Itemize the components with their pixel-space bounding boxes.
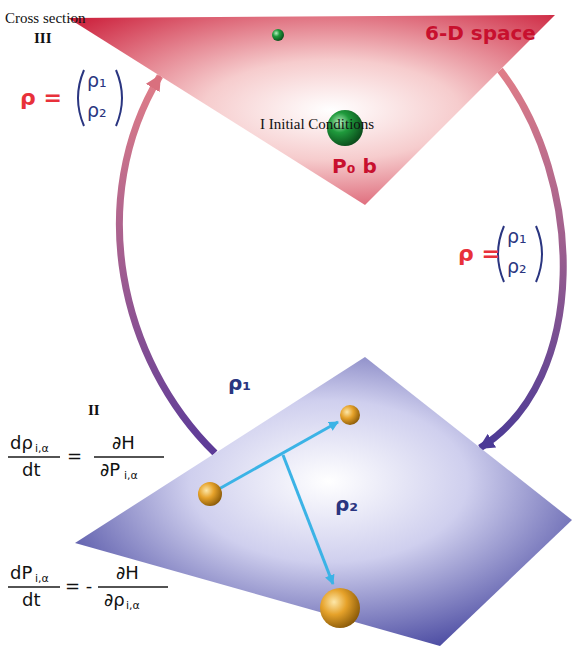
equation-part: ∂H: [116, 563, 139, 583]
plane-outline: [75, 357, 572, 646]
equation-part: ∂ρ: [104, 590, 125, 610]
symbol-label: P₀ b: [332, 155, 377, 177]
fraction-bar: [8, 456, 60, 458]
vector-label: ρ₂: [335, 493, 358, 515]
equation-part: dP: [10, 563, 32, 583]
vector-arrow: [210, 422, 338, 494]
edge-label: ρ =: [458, 242, 500, 266]
equation-subscript: i,α: [35, 573, 49, 585]
equation-subscript: i,α: [35, 443, 49, 455]
equation-subscript: i,α: [126, 600, 140, 612]
section-label: Cross section: [5, 10, 85, 27]
equation-part: dt: [22, 460, 40, 480]
equation-part: ∂H: [112, 433, 135, 453]
plane-outline: [68, 15, 555, 205]
equation-part: ∂P: [100, 460, 120, 480]
paren: [536, 226, 542, 282]
vector-arrow: [283, 455, 333, 584]
fraction-bar: [98, 586, 168, 588]
equation-part: dt: [22, 590, 40, 610]
orange-ball: [320, 588, 360, 628]
paren: [78, 70, 84, 126]
paren: [116, 70, 122, 126]
roman-number: III: [34, 30, 52, 47]
vector-component: ρ₁: [87, 70, 107, 91]
vector-component: ρ₂: [507, 256, 527, 277]
roman-number: II: [88, 402, 100, 419]
equation-subscript: i,α: [124, 470, 138, 482]
region-note: I Initial Conditions: [260, 116, 374, 133]
mapping-arrow: [119, 76, 215, 453]
fraction-bar: [94, 456, 164, 458]
edge-label: ρ =: [20, 86, 62, 110]
orange-ball: [198, 482, 222, 506]
equation-part: dρ: [10, 433, 33, 453]
orange-ball: [340, 405, 360, 425]
vector-label: ρ₁: [228, 372, 251, 394]
phase-space-plane: 6-D space I Initial Conditions P₀ b: [60, 10, 560, 210]
region-title: 6-D space: [425, 22, 536, 44]
vector-component: ρ₂: [87, 100, 107, 121]
equation-part: =: [67, 446, 82, 466]
green-ball: [327, 110, 363, 146]
equation-part: = -: [65, 576, 92, 596]
fraction-bar: [8, 586, 60, 588]
vector-component: ρ₁: [507, 226, 527, 247]
green-ball: [272, 29, 284, 41]
